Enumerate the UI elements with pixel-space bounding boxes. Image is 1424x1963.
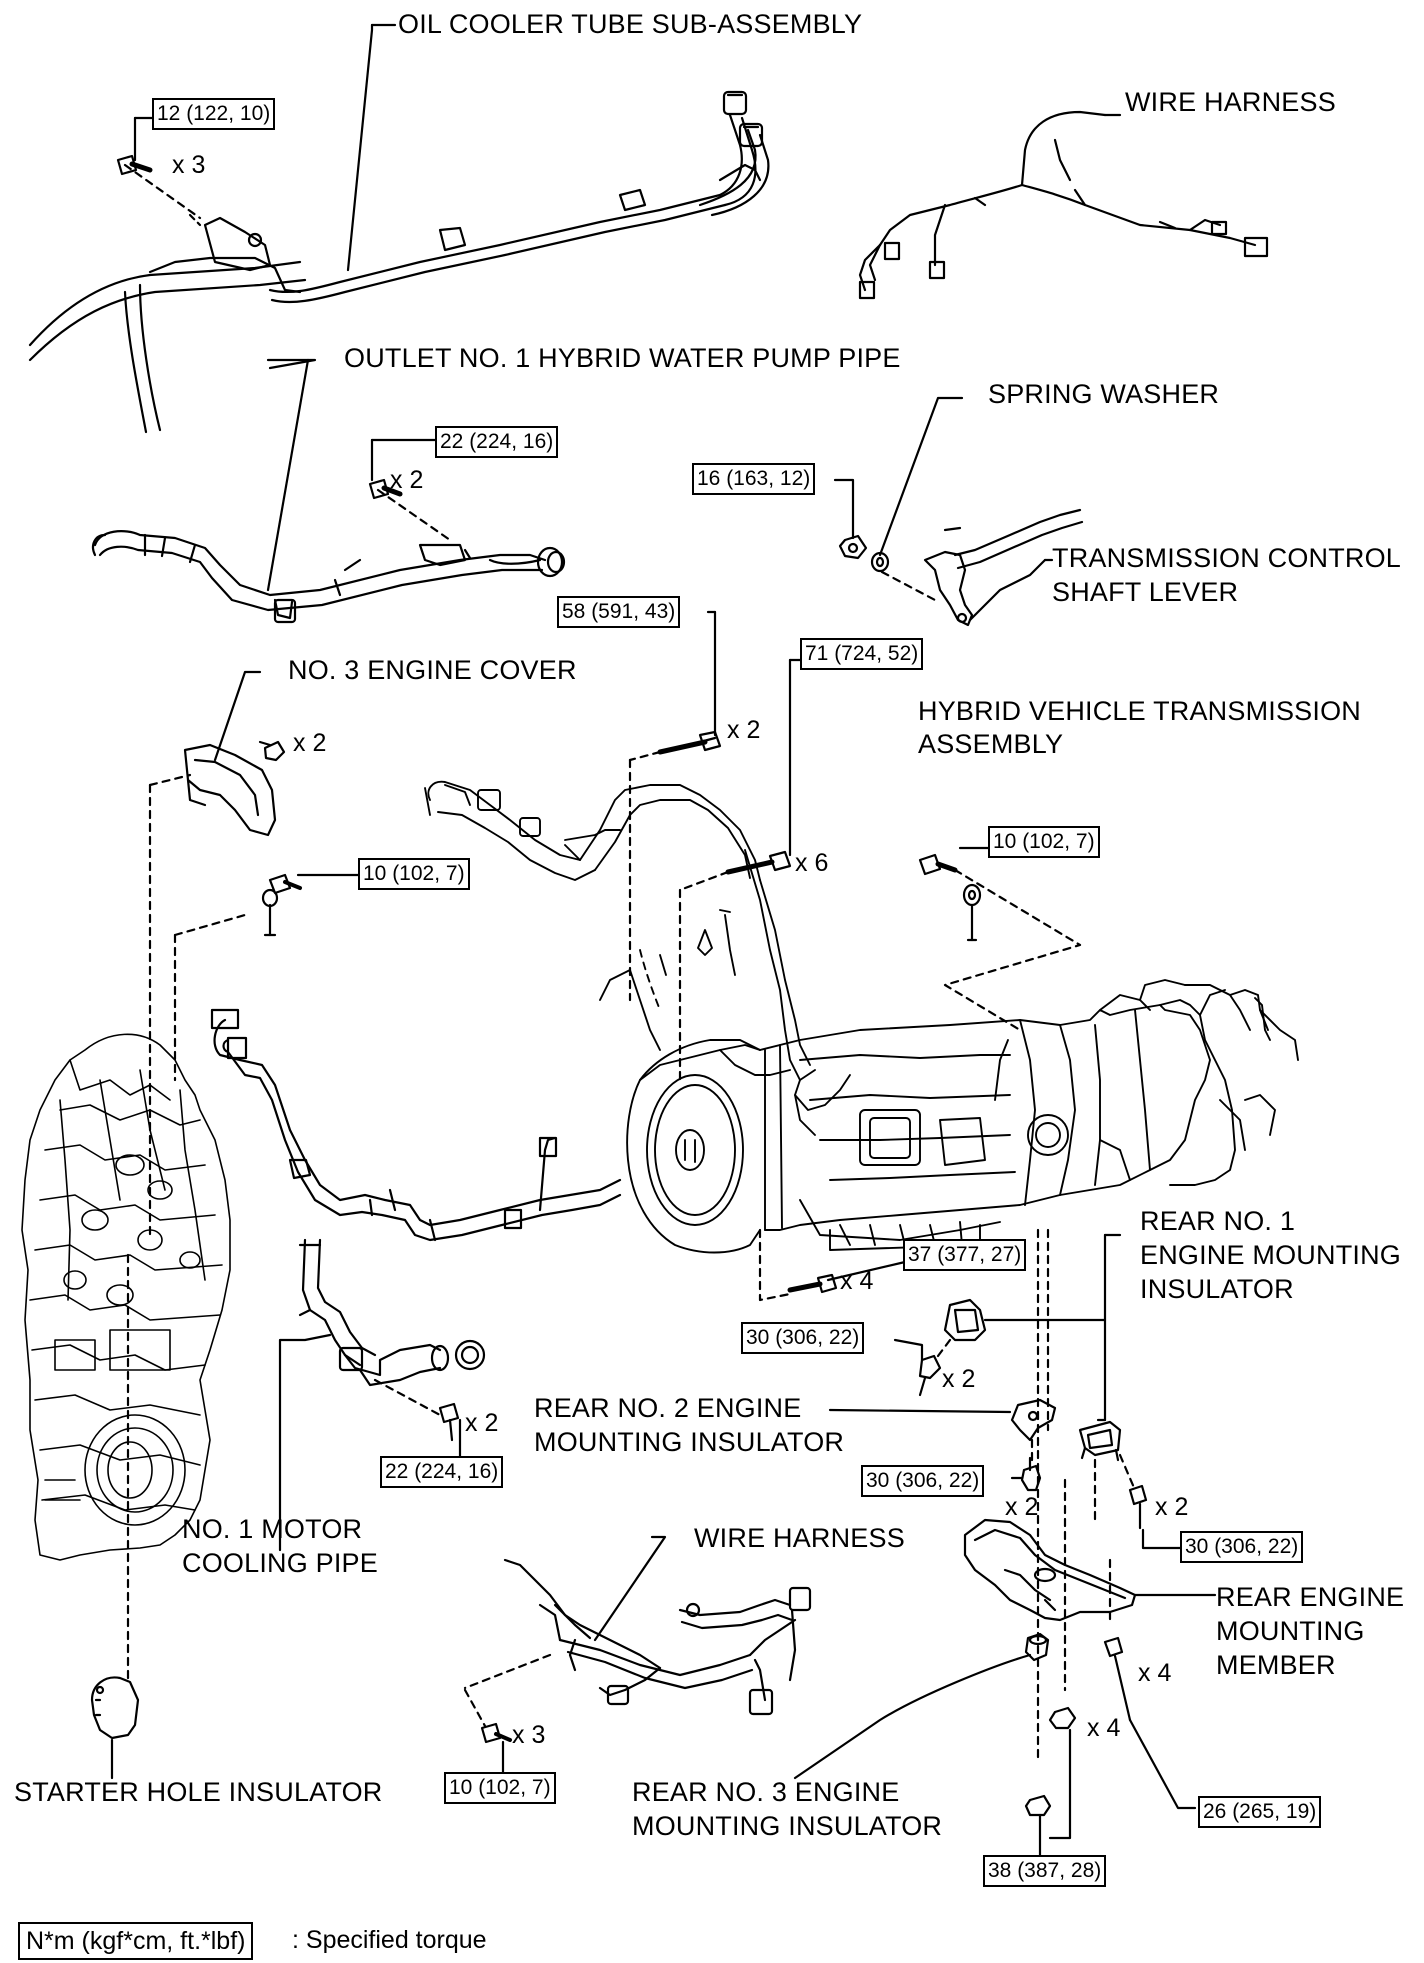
bolt-37-group	[758, 1228, 907, 1302]
bolt-58-group	[628, 610, 722, 1002]
label-spring-washer: SPRING WASHER	[988, 379, 1220, 409]
label-rear-no3-b: MOUNTING INSULATOR	[632, 1811, 943, 1841]
torque-30-b: 30 (306, 22)	[861, 1465, 985, 1497]
label-hv-transmission-assembly: ASSEMBLY	[918, 729, 1064, 759]
label-rear-no3-a: REAR NO. 3 ENGINE	[632, 1777, 900, 1807]
multiplier-30c: x 2	[1155, 1493, 1189, 1521]
torque-oil-cooler: 12 (122, 10)	[152, 98, 276, 130]
label-transmission-control: TRANSMISSION CONTROL	[1052, 543, 1402, 573]
transmission-harness-left	[210, 1008, 622, 1242]
multiplier-30a: x 2	[942, 1365, 976, 1393]
multiplier-58: x 2	[727, 716, 761, 744]
multiplier-71: x 6	[795, 849, 829, 877]
ground-bolt-left	[173, 873, 362, 1082]
wire-harness-top	[858, 110, 1269, 300]
label-rear-member-c: MEMBER	[1216, 1650, 1336, 1680]
harness-bolt-icon	[480, 1722, 512, 1744]
alignment-lines	[1036, 1228, 1112, 1762]
torque-spring-washer: 16 (163, 12)	[692, 463, 816, 495]
engine-block	[21, 1033, 231, 1561]
torque-pump-pipe: 22 (224, 16)	[435, 426, 559, 458]
label-motor-cooling-b: COOLING PIPE	[182, 1548, 378, 1578]
label-rear-no1-c: INSULATOR	[1140, 1274, 1294, 1304]
label-outlet-water-pump-pipe: OUTLET NO. 1 HYBRID WATER PUMP PIPE	[344, 343, 901, 373]
transmission-assembly	[424, 780, 1299, 1254]
engine-cover-group	[148, 670, 286, 1242]
oil-cooler-bolt-icon	[116, 154, 153, 176]
spring-washer-icon	[870, 551, 890, 573]
rear-no1-insulator	[893, 1233, 1122, 1422]
torque-30-c: 30 (306, 22)	[1180, 1531, 1304, 1563]
torque-37: 37 (377, 27)	[903, 1239, 1027, 1271]
multiplier-38: x 4	[1087, 1714, 1121, 1742]
nut-icon	[838, 534, 868, 560]
starter-hole-insulator	[90, 1253, 140, 1780]
bolt-30b-icon	[1020, 1456, 1042, 1492]
oil-cooler-tube	[28, 23, 770, 434]
torque-58: 58 (591, 43)	[557, 596, 681, 628]
rear-engine-mounting-member	[963, 1518, 1217, 1622]
label-rear-no1-b: ENGINE MOUNTING	[1140, 1240, 1402, 1270]
label-starter-hole: STARTER HOLE INSULATOR	[14, 1777, 383, 1807]
ground-bolt-right	[918, 846, 1082, 1032]
label-engine-cover: NO. 3 ENGINE COVER	[288, 655, 577, 685]
bolt-30c-icon	[1128, 1484, 1148, 1530]
label-rear-no1-a: REAR NO. 1	[1140, 1206, 1296, 1236]
label-hv-transmission: HYBRID VEHICLE TRANSMISSION	[918, 696, 1361, 726]
multiplier-cover: x 2	[293, 729, 327, 757]
label-wire-harness-bottom: WIRE HARNESS	[694, 1523, 905, 1553]
label-oil-cooler-tube: OIL COOLER TUBE SUB-ASSEMBLY	[398, 9, 863, 39]
torque-22-cooling: 22 (224, 16)	[380, 1456, 504, 1488]
multiplier-pump: x 2	[390, 466, 424, 494]
label-rear-no2-a: REAR NO. 2 ENGINE	[534, 1393, 802, 1423]
label-wire-harness-top: WIRE HARNESS	[1125, 87, 1336, 117]
bolt-30a-icon	[918, 1354, 942, 1397]
torque-10-harness: 10 (102, 7)	[444, 1772, 556, 1804]
multiplier-member: x 4	[1138, 1659, 1172, 1687]
pump-pipe-bolt-icon	[368, 478, 403, 500]
multiplier-37: x 4	[840, 1267, 874, 1295]
label-shaft-lever: SHAFT LEVER	[1052, 577, 1239, 607]
label-rear-member-a: REAR ENGINE	[1216, 1582, 1405, 1612]
torque-ground-right: 10 (102, 7)	[988, 826, 1100, 858]
torque-ground-left: 10 (102, 7)	[358, 858, 470, 890]
legend-torque-box: N*m (kgf*cm, ft.*lbf)	[18, 1922, 254, 1960]
multiplier-30b: x 2	[1005, 1493, 1039, 1521]
shaft-lever-group	[833, 396, 1084, 627]
clip-icon	[258, 740, 286, 762]
rear-no1-insulator-lower	[1078, 1420, 1187, 1550]
multiplier-cool: x 2	[465, 1409, 499, 1437]
label-rear-no2-b: MOUNTING INSULATOR	[534, 1427, 845, 1457]
label-rear-member-b: MOUNTING	[1216, 1616, 1365, 1646]
torque-38: 38 (387, 28)	[983, 1855, 1107, 1887]
rear-no3-parts	[793, 1632, 1197, 1862]
torque-71: 71 (724, 52)	[800, 638, 924, 670]
torque-30-a: 30 (306, 22)	[741, 1322, 865, 1354]
bolt-71-group	[678, 658, 802, 1082]
wire-harness-bottom	[463, 1535, 812, 1797]
nut-38a-icon	[1048, 1706, 1077, 1730]
nut-38b-icon	[1024, 1794, 1052, 1817]
outlet-water-pump-pipe	[91, 358, 566, 624]
label-motor-cooling-a: NO. 1 MOTOR	[182, 1514, 363, 1544]
torque-26: 26 (265, 19)	[1198, 1796, 1322, 1828]
multiplier-oil: x 3	[172, 151, 206, 179]
multiplier-harness: x 3	[512, 1721, 546, 1749]
legend-torque-text: : Specified torque	[292, 1926, 487, 1954]
cooling-bolt-icon	[438, 1402, 460, 1442]
bolt-26-icon	[1103, 1636, 1132, 1722]
motor-cooling-pipe	[278, 1238, 486, 1552]
